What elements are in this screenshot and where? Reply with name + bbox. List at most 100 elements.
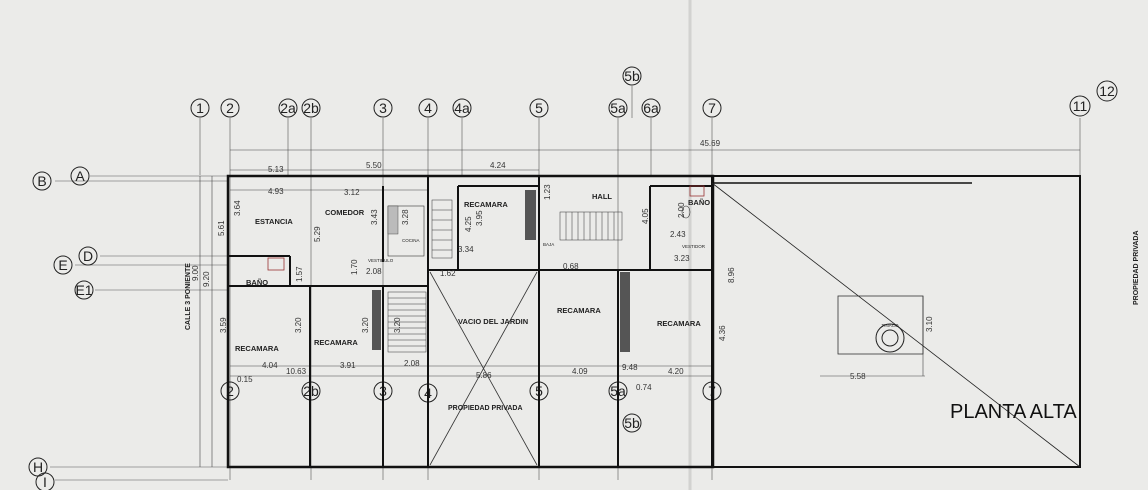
svg-text:3.10: 3.10 <box>925 316 934 332</box>
grid-bubble-11: 11 <box>1069 95 1091 117</box>
tinaco-label: TINACO <box>881 323 899 328</box>
svg-text:2b: 2b <box>303 383 319 399</box>
svg-text:45.69: 45.69 <box>700 139 721 148</box>
svg-text:4.36: 4.36 <box>718 325 727 341</box>
svg-text:D: D <box>83 248 93 264</box>
property-label-right: PROPIEDAD PRIVADA <box>1133 230 1140 305</box>
svg-text:7: 7 <box>708 100 716 116</box>
svg-text:4.04: 4.04 <box>262 361 278 370</box>
room-recamara-2: RECAMARA <box>314 338 358 347</box>
room-vestidor: VESTIDOR <box>682 244 706 249</box>
svg-text:4.05: 4.05 <box>641 208 650 224</box>
street-label: CALLE 3 PONIENTE <box>185 263 192 330</box>
svg-text:2b: 2b <box>303 100 319 116</box>
water-tank-area: TINACO <box>837 295 924 355</box>
svg-text:1.57: 1.57 <box>295 266 304 282</box>
interior-walls <box>228 176 712 467</box>
svg-text:12: 12 <box>1099 83 1115 99</box>
svg-text:3.12: 3.12 <box>344 188 360 197</box>
grid-bubble-5: 5 <box>529 98 549 118</box>
svg-text:3.91: 3.91 <box>340 361 356 370</box>
svg-text:1: 1 <box>196 100 204 116</box>
grid-bubble-D: D <box>78 246 98 266</box>
svg-text:5.86: 5.86 <box>476 371 492 380</box>
plan-title: PLANTA ALTA <box>950 401 1077 423</box>
grid-bubble-12: 12 <box>1096 80 1118 102</box>
kitchen-block <box>387 205 425 257</box>
grid-bubble-E1: E1 <box>74 280 94 300</box>
room-recamara-1: RECAMARA <box>235 344 279 353</box>
svg-text:3.34: 3.34 <box>458 245 474 254</box>
svg-text:9.20: 9.20 <box>202 271 211 287</box>
svg-text:3.20: 3.20 <box>294 317 303 333</box>
svg-text:2.08: 2.08 <box>404 359 420 368</box>
svg-text:1.62: 1.62 <box>440 269 456 278</box>
svg-text:8.96: 8.96 <box>727 267 736 283</box>
svg-text:H: H <box>33 459 43 475</box>
svg-text:3.23: 3.23 <box>674 254 690 263</box>
svg-text:B: B <box>37 173 46 189</box>
svg-text:4.09: 4.09 <box>572 367 588 376</box>
svg-text:9.48: 9.48 <box>622 363 638 372</box>
svg-text:1.70: 1.70 <box>350 259 359 275</box>
svg-text:4: 4 <box>424 100 432 116</box>
grid-bubble-2-bottom: 2 <box>220 381 240 401</box>
svg-text:5.13: 5.13 <box>268 165 284 174</box>
property-label-bottom: PROPIEDAD PRIVADA <box>448 405 523 412</box>
room-recamara-3: RECAMARA <box>464 200 508 209</box>
svg-text:E: E <box>58 257 67 273</box>
grid-bubble-1: 1 <box>190 98 210 118</box>
svg-text:3.59: 3.59 <box>219 317 228 333</box>
grid-bubble-6a: 6a <box>641 98 661 118</box>
svg-text:3.64: 3.64 <box>233 200 242 216</box>
svg-text:2: 2 <box>226 100 234 116</box>
room-recamara-4: RECAMARA <box>557 306 601 315</box>
room-cocina: COCINA <box>402 238 420 243</box>
svg-text:4.93: 4.93 <box>268 187 284 196</box>
closet-recamara-2 <box>372 290 381 350</box>
svg-text:0.74: 0.74 <box>636 383 652 392</box>
svg-text:2.00: 2.00 <box>677 202 686 218</box>
svg-text:2.08: 2.08 <box>366 267 382 276</box>
building-walls <box>226 174 1081 469</box>
svg-text:5.29: 5.29 <box>313 226 322 242</box>
svg-text:1.23: 1.23 <box>543 184 552 200</box>
room-estancia: ESTANCIA <box>255 217 293 226</box>
svg-text:5: 5 <box>535 100 543 116</box>
svg-text:4a: 4a <box>454 100 470 116</box>
svg-text:4.25: 4.25 <box>464 216 473 232</box>
grid-bubble-2: 2 <box>220 98 240 118</box>
svg-text:3: 3 <box>379 100 387 116</box>
grid-bubble-4a: 4a <box>452 98 472 118</box>
svg-text:5a: 5a <box>610 100 626 116</box>
grid-bubble-4: 4 <box>418 98 438 118</box>
grid-bubble-2b: 2b <box>301 98 321 118</box>
dimension-labels: 45.69 5.13 5.50 4.24 4.93 3.12 2.08 4.04… <box>191 139 934 392</box>
svg-text:5.58: 5.58 <box>850 372 866 381</box>
svg-text:3.20: 3.20 <box>393 317 402 333</box>
svg-text:E1: E1 <box>75 282 92 298</box>
room-recamara-5: RECAMARA <box>657 319 701 328</box>
svg-text:5.50: 5.50 <box>366 161 382 170</box>
stair-baja: BAJA <box>543 242 554 247</box>
svg-text:I: I <box>43 474 47 490</box>
room-vacio: VACIO DEL JARDIN <box>458 317 528 326</box>
svg-text:5b: 5b <box>624 415 640 431</box>
room-vestibulo: VESTIBULO <box>368 258 394 263</box>
svg-text:4.20: 4.20 <box>668 367 684 376</box>
grid-bubble-7: 7 <box>702 98 722 118</box>
grid-bubble-I: I <box>35 472 55 490</box>
svg-text:3.28: 3.28 <box>401 209 410 225</box>
grid-bubble-5a: 5a <box>608 98 628 118</box>
bathroom-fixtures <box>267 185 705 271</box>
grid-bubble-3: 3 <box>373 98 393 118</box>
room-bano-2: BAÑO <box>688 198 710 207</box>
svg-text:4.24: 4.24 <box>490 161 506 170</box>
room-comedor: COMEDOR <box>325 208 365 217</box>
grid-bubble-A: A <box>70 166 90 186</box>
svg-text:10.63: 10.63 <box>286 367 307 376</box>
svg-text:9.00: 9.00 <box>191 265 200 281</box>
